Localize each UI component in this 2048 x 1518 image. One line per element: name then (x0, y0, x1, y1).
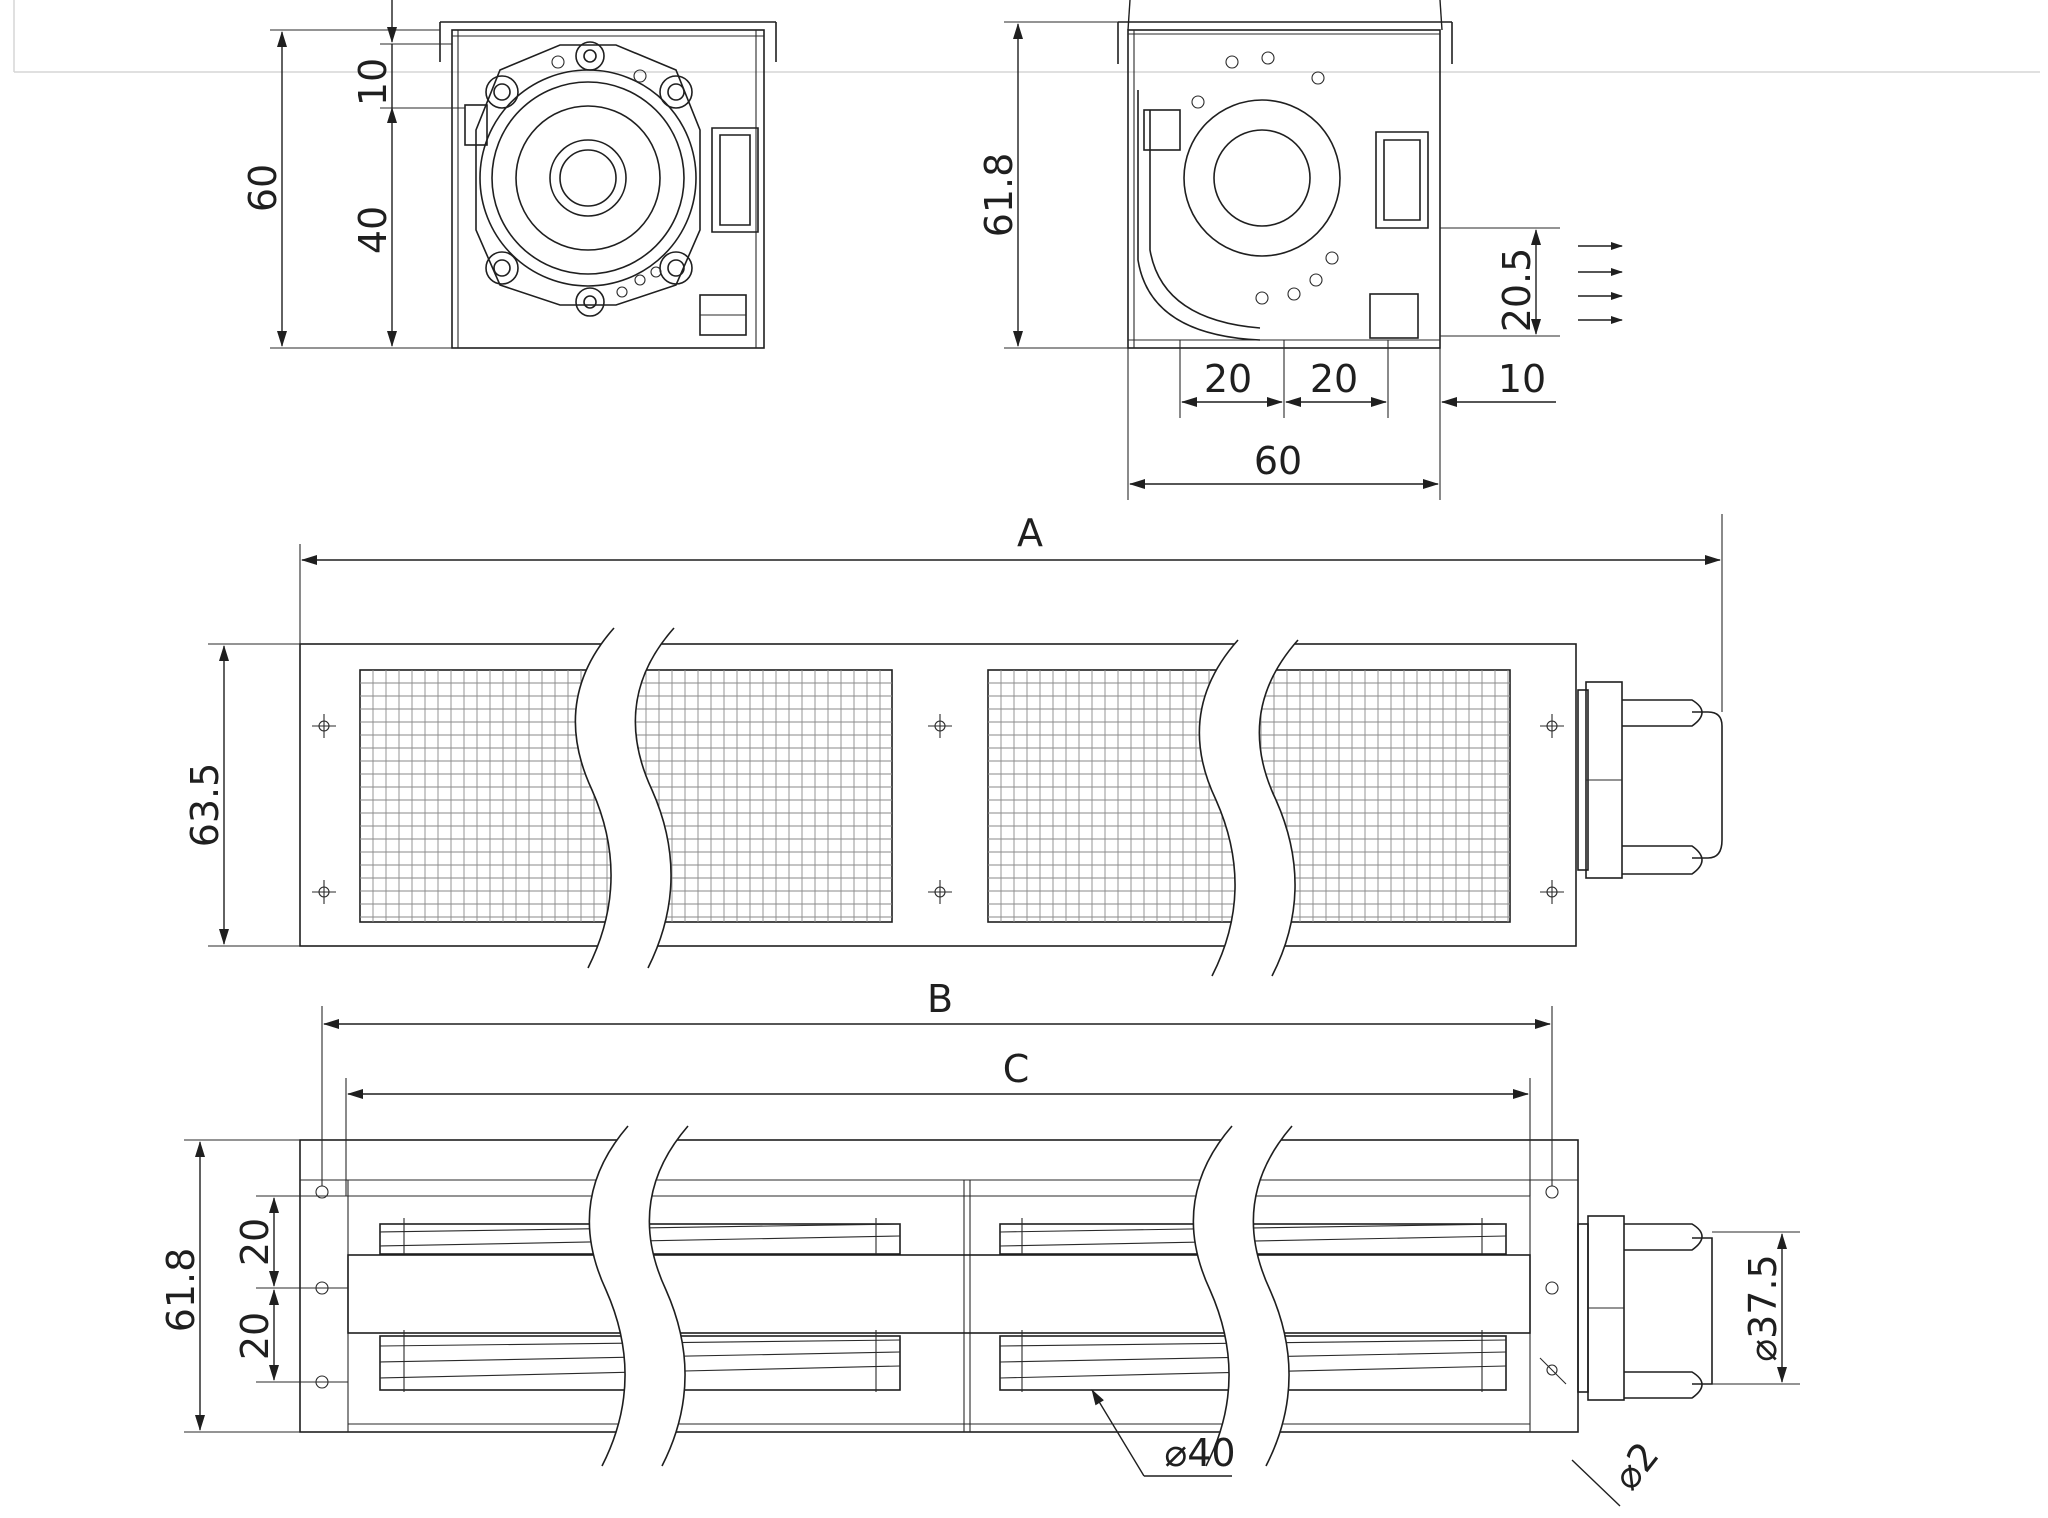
break-mark-2 (1198, 639, 1299, 977)
side-dim-61-8: 61.8 (977, 153, 1021, 238)
top-motor (1577, 681, 1723, 879)
bottom-motor (1577, 1215, 1713, 1401)
side-dim-10: 10 (1498, 357, 1546, 401)
break-mark-1 (574, 627, 675, 969)
bottom-dim-20-a: 20 (233, 1218, 277, 1266)
bottom-housing (299, 1139, 1579, 1433)
break-mark-4 (1192, 1125, 1293, 1467)
top-dim-A: A (1017, 511, 1043, 555)
top-dim-63-5: 63.5 (183, 763, 227, 848)
side-dim-20-b: 20 (1310, 357, 1358, 401)
front-dim-40: 40 (351, 206, 395, 254)
front-housing (451, 29, 765, 349)
side-view: 61.8 20.5 20 20 10 60 (977, 0, 1623, 500)
break-mark-3 (588, 1125, 689, 1467)
bottom-dim-20-b: 20 (233, 1312, 277, 1360)
mount-holes (312, 714, 1564, 904)
side-housing (1127, 29, 1441, 349)
front-view: 10 40 60 (241, 0, 777, 349)
side-dim-60: 60 (1254, 439, 1302, 483)
front-dim-60: 60 (241, 164, 285, 212)
bottom-dim-37-5: ⌀37.5 (1741, 1254, 1785, 1362)
bottom-dim-2: ⌀2 (1604, 1434, 1668, 1498)
top-view: A 63.5 (183, 511, 1723, 977)
bottom-dim-B: B (927, 977, 953, 1021)
inlet-grille-right (987, 669, 1511, 923)
top-housing (299, 643, 1577, 947)
side-dim-20-5: 20.5 (1495, 248, 1539, 333)
bottom-view: B C 61.8 20 20 ⌀37.5 ⌀40 ⌀2 (159, 977, 1800, 1507)
side-dim-20-a: 20 (1204, 357, 1252, 401)
front-dim-10: 10 (351, 58, 395, 106)
bottom-dim-C: C (1003, 1047, 1030, 1091)
bottom-dim-61-8: 61.8 (159, 1248, 203, 1333)
page-top-band (13, 0, 2040, 73)
motor-flange (475, 41, 701, 317)
bottom-dim-40: ⌀40 (1164, 1431, 1235, 1475)
